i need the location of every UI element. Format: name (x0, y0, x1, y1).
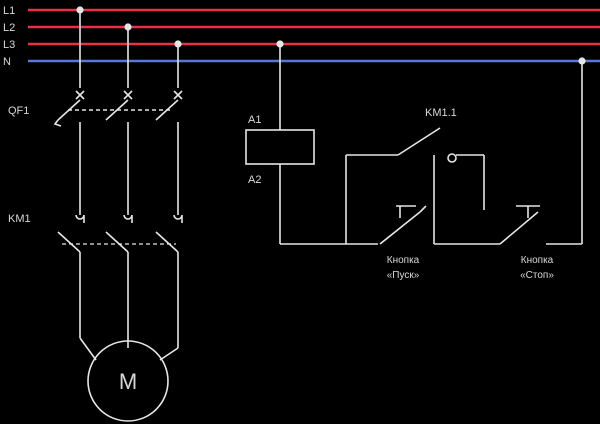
km11-blade (397, 127, 441, 156)
start-button-out (419, 205, 427, 213)
breaker-qf1: QF1 (8, 99, 179, 215)
aux-contact-label: KM1.1 (425, 107, 457, 119)
breaker-hook-1 (53, 119, 62, 127)
terminal-x-l3 (173, 90, 183, 100)
motor-lead-1 (79, 337, 97, 361)
km1-blade-1 (57, 231, 81, 253)
motor-lead-3 (159, 347, 179, 361)
start-button-label-line1: Кнопка (387, 255, 420, 266)
bus-label-l2: L2 (3, 22, 15, 34)
motor-circle (87, 340, 169, 422)
stop-button-actuator (516, 205, 540, 218)
coil-a1-label: A1 (248, 114, 261, 126)
terminal-x-l1 (75, 90, 85, 100)
bus-bars: L1 L2 L3 N (3, 5, 600, 68)
km11-contact-point (447, 153, 457, 163)
bus-label-l3: L3 (3, 39, 15, 51)
phase-feeds (75, 10, 183, 100)
start-button-blade (379, 211, 421, 245)
km1-blade-3 (155, 231, 179, 253)
coil-km1 (245, 129, 315, 165)
stop-button-label-line2: «Стоп» (520, 270, 554, 281)
control-circuit: A1 A2 KM1.1 Кнопка «Пуск» Кнопка «Стоп» (245, 44, 583, 281)
contactor-label: KM1 (8, 213, 31, 225)
km1-terminal-1 (75, 214, 85, 223)
km1-terminal-2 (123, 214, 133, 223)
stop-button-label-line1: Кнопка (521, 255, 554, 266)
stop-button-blade (499, 211, 539, 245)
coil-a2-label: A2 (248, 174, 261, 186)
start-button-label-line2: «Пуск» (387, 270, 420, 281)
km1-terminal-3 (173, 214, 183, 223)
km1-blade-2 (105, 231, 129, 253)
terminal-x-l2 (123, 90, 133, 100)
bus-label-n: N (3, 56, 11, 68)
start-button-actuator (396, 205, 416, 218)
contactor-km1: KM1 (8, 213, 183, 348)
bus-label-l1: L1 (3, 5, 15, 17)
motor-label: M (119, 369, 137, 394)
junctions (76, 6, 586, 65)
motor: M (79, 337, 179, 422)
breaker-label: QF1 (8, 105, 29, 117)
